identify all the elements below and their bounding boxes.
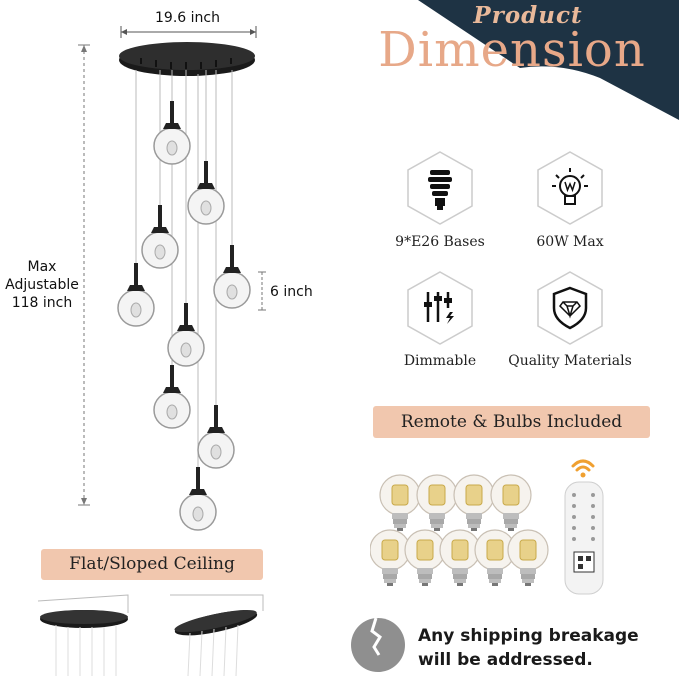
shipping-line2: will be addressed. [418, 650, 593, 670]
feature-dimmable-label: Dimmable [403, 353, 477, 369]
shipping-line1: Any shipping breakage [418, 626, 639, 646]
feature-materials-label: Quality Materials [508, 353, 632, 369]
bulbs-illustration [370, 474, 549, 587]
broken-circle-icon [351, 617, 405, 672]
height-label: Max Adjustable 118 inch [2, 258, 82, 312]
feature-wattage-label: 60W Max [536, 234, 604, 250]
width-label: 19.6 inch [155, 10, 220, 26]
flat-ceiling-illustration [37, 594, 129, 676]
height-label-line3: 118 inch [11, 295, 73, 311]
height-label-line2: Adjustable [5, 277, 79, 293]
ceiling-banner: Flat/Sloped Ceiling [41, 549, 263, 580]
dimmer-slider-icon [407, 271, 473, 345]
remote-control-illustration [564, 459, 604, 595]
wattage-bulb-icon [537, 151, 603, 225]
sloped-ceiling-illustration [170, 594, 264, 676]
feature-bases-label: 9*E26 Bases [395, 234, 485, 250]
bulb-icon [407, 151, 473, 225]
chandelier-illustration [78, 26, 266, 531]
diamond-shield-icon [537, 271, 603, 345]
header-banner [418, 0, 679, 120]
remote-bulbs-banner: Remote & Bulbs Included [373, 406, 650, 438]
height-label-line1: Max [27, 259, 57, 275]
product-title-small: Product [473, 2, 583, 29]
dimension-title: Dimension [378, 22, 646, 78]
globe-spacing-label: 6 inch [270, 284, 313, 300]
shipping-note: Any shipping breakage will be addressed. [418, 624, 639, 672]
